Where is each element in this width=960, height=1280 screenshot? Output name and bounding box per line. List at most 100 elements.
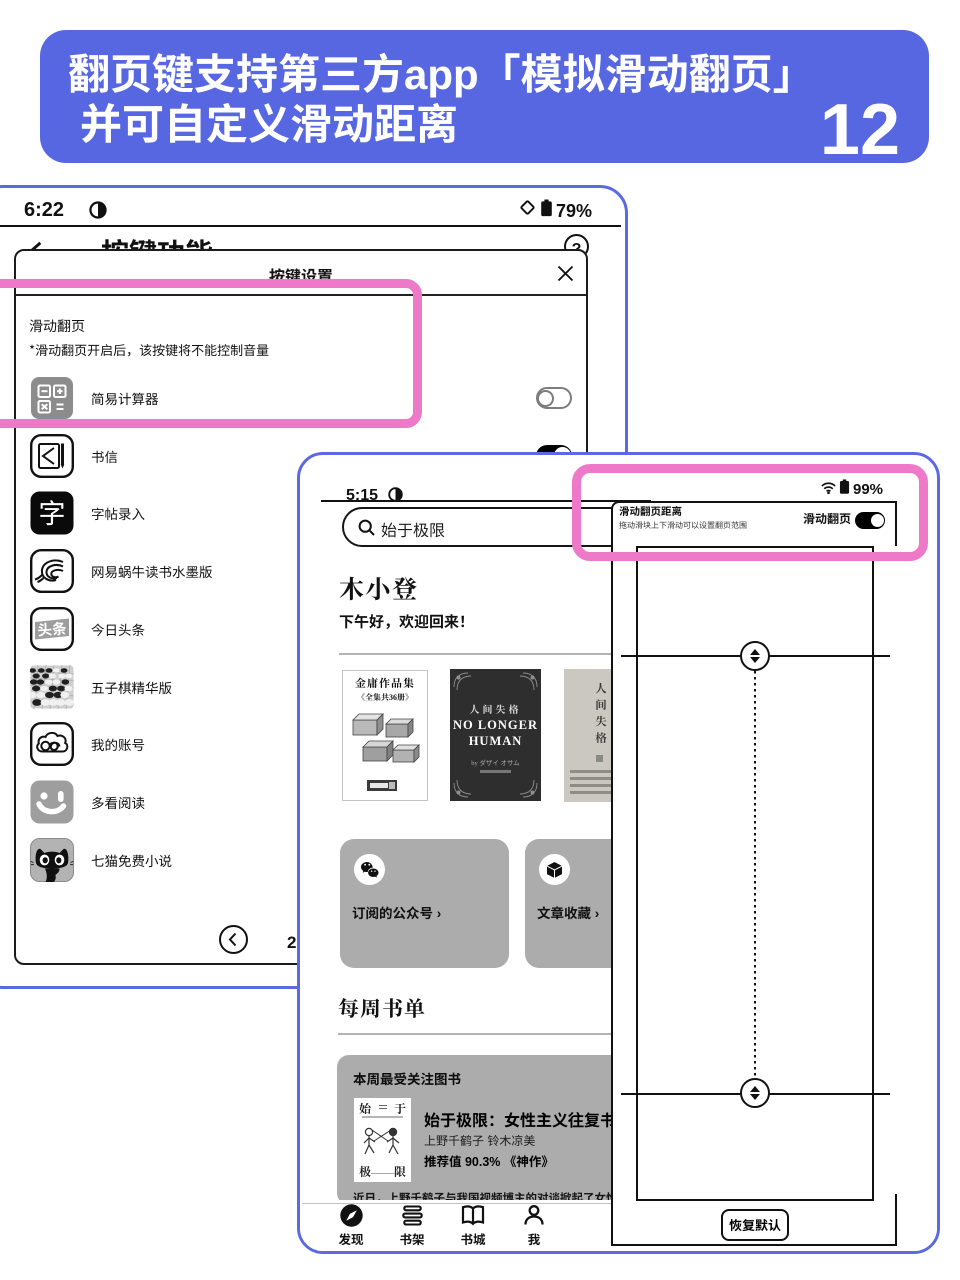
left-status-time: 6:22 xyxy=(24,193,65,222)
user-name: 木小登 xyxy=(339,570,419,606)
panel-border-segment xyxy=(895,1194,897,1244)
thumb-rule xyxy=(371,1172,395,1174)
app-label: 多看阅读 xyxy=(91,791,145,812)
book-cover-publisher-mark xyxy=(367,780,397,791)
left-status-battery: 79% xyxy=(555,197,592,223)
slide-range-area xyxy=(636,546,874,1201)
svg-text:字: 字 xyxy=(39,492,66,531)
reset-default-button[interactable]: 恢复默认 xyxy=(721,1209,789,1241)
app-icon-4: 头条 xyxy=(30,606,74,651)
right-status-battery: 99% xyxy=(853,478,884,499)
book-title-vertical: 人间失格 xyxy=(593,682,609,748)
header-banner: 翻页键支持第三方app「模拟滑动翻页」 并可自定义滑动距离 12 xyxy=(40,30,929,163)
nav-bookshelf[interactable]: 书架 xyxy=(382,1202,442,1248)
book-title: 人间失格 xyxy=(469,701,522,716)
app-label: 简易计算器 xyxy=(91,388,159,408)
book-title: 金庸作品集 xyxy=(355,675,415,691)
thumb-illustration xyxy=(363,1127,400,1155)
search-query: 始于极限 xyxy=(381,517,446,541)
app-label: 七猫免费小说 xyxy=(91,849,172,870)
left-status-divider xyxy=(0,225,621,227)
book-subtitle-line1: NO LONGER xyxy=(452,718,539,732)
book-subtitle: 《全集共36册》 xyxy=(357,692,413,703)
banner-step-number: 12 xyxy=(819,70,900,175)
battery-icon xyxy=(540,197,553,223)
battery-icon xyxy=(839,478,850,499)
slider-bottom-handle[interactable] xyxy=(740,1078,770,1108)
featured-card-header: 本周最受关注图书 xyxy=(353,1068,461,1088)
panel-title: 滑动翻页距离 xyxy=(619,504,682,519)
app-icon-0 xyxy=(30,376,74,420)
right-status-right: 99% xyxy=(821,478,883,499)
compass-icon xyxy=(321,1202,381,1228)
nav-me[interactable]: 我 xyxy=(504,1202,564,1248)
banner-title-line2: 并可自定义滑动距离 xyxy=(80,91,459,152)
featured-book-thumbnail: 始 于 极 限 xyxy=(354,1098,411,1182)
nav-label: 书城 xyxy=(460,1229,486,1248)
featured-book-rating: 推荐值 90.3% 《神作》 xyxy=(424,1151,554,1170)
wechat-icon xyxy=(361,862,379,878)
archive-box-icon xyxy=(547,861,562,878)
pager-back-button[interactable] xyxy=(219,925,248,954)
svg-text:头条: 头条 xyxy=(37,617,68,640)
cover-rule xyxy=(480,770,511,773)
app-label: 我的账号 xyxy=(91,734,145,755)
nav-label: 我 xyxy=(527,1229,541,1248)
person-icon xyxy=(504,1202,564,1228)
slider-top-handle[interactable] xyxy=(740,641,770,671)
slide-page-section-note: *滑动翻页开启后，该按键将不能控制音量 xyxy=(29,340,270,359)
bookshelf-icon xyxy=(382,1202,442,1228)
right-device-frame: 5:15 99% 始于极限 木小登 下午好，欢迎回来！ 金庸作品集 《全集共36… xyxy=(297,452,940,1254)
cover-seal xyxy=(596,755,603,762)
book-cover-art xyxy=(352,713,420,763)
app-icon-3 xyxy=(30,549,74,594)
weekly-booklist-title: 每周书单 xyxy=(338,993,426,1023)
open-book-icon xyxy=(443,1202,503,1228)
card-label: 文章收藏 › xyxy=(537,902,600,922)
right-status-divider xyxy=(321,500,651,502)
subscriptions-card[interactable]: 订阅的公众号 › xyxy=(340,839,509,968)
app-toggle[interactable] xyxy=(536,387,572,409)
panel-subtitle: 拖动滑块上下滑动可以设置翻页范围 xyxy=(619,519,747,531)
book-subtitle-line2: HUMAN xyxy=(468,734,523,748)
app-icon-2: 字 xyxy=(30,491,74,535)
wifi-icon xyxy=(821,478,836,499)
slider-connector xyxy=(754,671,756,1095)
app-label: 网易蜗牛读书水墨版 xyxy=(91,561,213,582)
highlight-box-slide-section xyxy=(0,279,422,428)
slide-distance-panel: 滑动翻页距离 拖动滑块上下滑动可以设置翻页范围 滑动翻页 恢复默认 xyxy=(611,501,897,1246)
greeting-message: 下午好，欢迎回来！ xyxy=(339,611,475,632)
app-icon-8 xyxy=(30,837,74,882)
pager-page-number: 2 xyxy=(287,928,297,953)
thumb-arrows xyxy=(379,1105,387,1109)
slide-toggle[interactable] xyxy=(855,512,885,529)
modal-header-divider xyxy=(16,294,586,296)
book-cover-no-longer-human[interactable]: 人间失格 NO LONGER HUMAN by ダザイ オサム xyxy=(450,669,541,801)
app-icon-7 xyxy=(30,780,74,824)
app-icon-1 xyxy=(30,433,74,478)
panel-border-segment xyxy=(895,503,897,546)
nav-label: 书架 xyxy=(399,1229,425,1248)
slide-toggle-label: 滑动翻页 xyxy=(803,510,852,527)
divider xyxy=(338,1033,630,1035)
book-cover-jinyong[interactable]: 金庸作品集 《全集共36册》 xyxy=(342,670,428,801)
close-icon[interactable] xyxy=(556,264,575,288)
app-label: 五子棋精华版 xyxy=(91,676,172,697)
app-label: 字帖录入 xyxy=(91,503,145,524)
nav-bookstore[interactable]: 书城 xyxy=(443,1202,503,1248)
featured-book-title: 始于极限：女性主义往复书 xyxy=(424,1107,617,1131)
nav-divider xyxy=(302,1202,642,1204)
left-status-contrast-icon xyxy=(89,200,107,224)
no-network-icon xyxy=(518,197,537,223)
banner-title-line1: 翻页键支持第三方app「模拟滑动翻页」 xyxy=(68,41,815,102)
featured-book-card[interactable]: 本周最受关注图书 始 于 极 限 始于极限：女性主义往复书 上野千鹤子 xyxy=(337,1055,659,1205)
cover-ornament xyxy=(453,672,538,798)
slide-page-section-label: 滑动翻页 xyxy=(29,316,85,336)
divider xyxy=(339,653,631,655)
app-row[interactable]: 简易计算器 xyxy=(16,369,586,427)
nav-discover[interactable]: 发现 xyxy=(321,1202,381,1248)
book-byline: by ダザイ オサム xyxy=(471,758,520,767)
search-icon xyxy=(357,518,377,543)
card-label: 订阅的公众号 › xyxy=(352,902,442,922)
